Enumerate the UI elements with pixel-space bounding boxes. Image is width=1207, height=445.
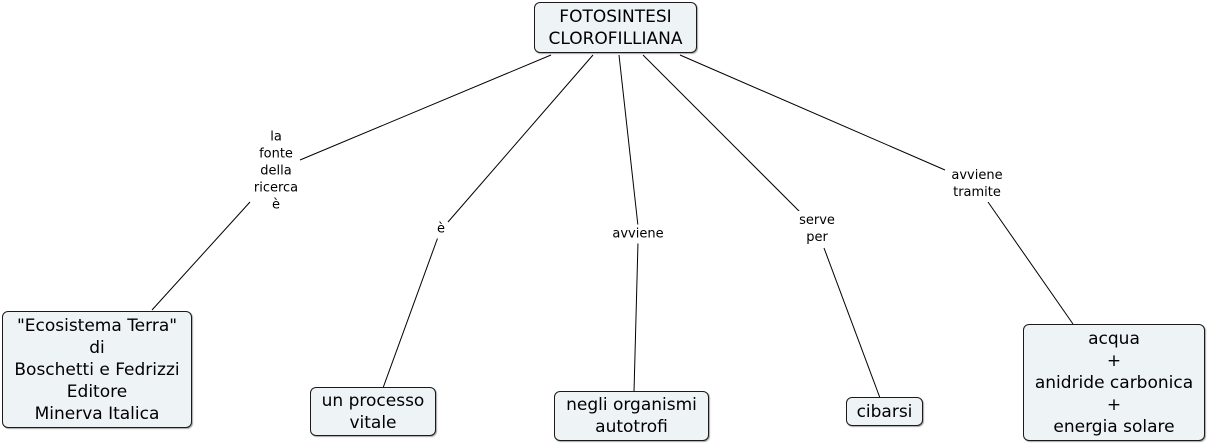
link-label-line: è <box>272 197 280 213</box>
concept-line: cibarsi <box>856 401 913 422</box>
link-label-line: fonte <box>259 146 293 162</box>
concept-line: anidride carbonica <box>1034 372 1194 393</box>
connector-tramite-acqua <box>987 201 1074 325</box>
connector-fonte-ecosistema <box>151 201 251 311</box>
concept-acqua-anidride-energia[interactable]: acqua + anidride carbonica + energia sol… <box>1023 324 1205 441</box>
root-line: FOTOSINTESI <box>559 6 672 27</box>
concept-line: vitale <box>349 412 397 433</box>
concept-line: negli organismi <box>566 395 697 415</box>
concept-line: + <box>1106 394 1122 415</box>
link-label-line: serve <box>799 213 835 228</box>
link-label-line: avviene <box>951 168 1003 183</box>
connector-root-serve <box>642 54 801 213</box>
connector-root-avviene <box>618 54 639 227</box>
concept-line: di <box>89 337 105 358</box>
connector-serve-cibarsi <box>823 247 881 399</box>
concept-line: autotrofi <box>595 417 668 437</box>
link-label-avviene: avviene <box>610 224 666 244</box>
link-label-line: tramite <box>953 185 1001 200</box>
link-label-line: è <box>437 221 445 237</box>
link-label-line: la <box>270 129 282 145</box>
concept-line: + <box>1106 350 1122 371</box>
concept-line: un processo <box>321 390 425 411</box>
concept-line: acqua <box>1088 328 1140 349</box>
concept-cibarsi[interactable]: cibarsi <box>846 397 923 426</box>
connector-avviene-organismi <box>633 241 639 393</box>
concept-ecosistema-terra[interactable]: "Ecosistema Terra" di Boschetti e Fedriz… <box>2 311 192 428</box>
link-label-avviene-tramite: avviene tramite <box>949 166 1005 202</box>
link-label-line: per <box>806 230 828 245</box>
link-label-fonte: la fonte della ricerca è <box>251 127 301 215</box>
concept-processo-vitale[interactable]: un processo vitale <box>310 387 436 436</box>
concept-line: Boschetti e Fedrizzi <box>14 359 180 380</box>
link-label-e: è <box>435 219 447 239</box>
root-concept[interactable]: FOTOSINTESI CLOROFILLIANA <box>534 2 697 53</box>
concept-line: "Ecosistema Terra" <box>16 315 178 336</box>
link-label-line: della <box>260 163 292 179</box>
connector-e-processo <box>382 236 439 389</box>
concept-line: Editore <box>66 381 128 402</box>
concept-line: energia solare <box>1053 416 1175 437</box>
root-line: CLOROFILLIANA <box>548 28 683 49</box>
link-label-line: ricerca <box>253 180 299 196</box>
connector-root-fonte <box>299 54 552 161</box>
link-label-line: avviene <box>612 226 664 242</box>
concept-organismi-autotrofi[interactable]: negli organismi autotrofi <box>554 391 709 441</box>
connector-root-tramite <box>679 54 946 171</box>
link-label-serve-per: serve per <box>797 211 837 247</box>
concept-line: Minerva Italica <box>34 403 160 424</box>
connector-root-e <box>447 54 594 223</box>
